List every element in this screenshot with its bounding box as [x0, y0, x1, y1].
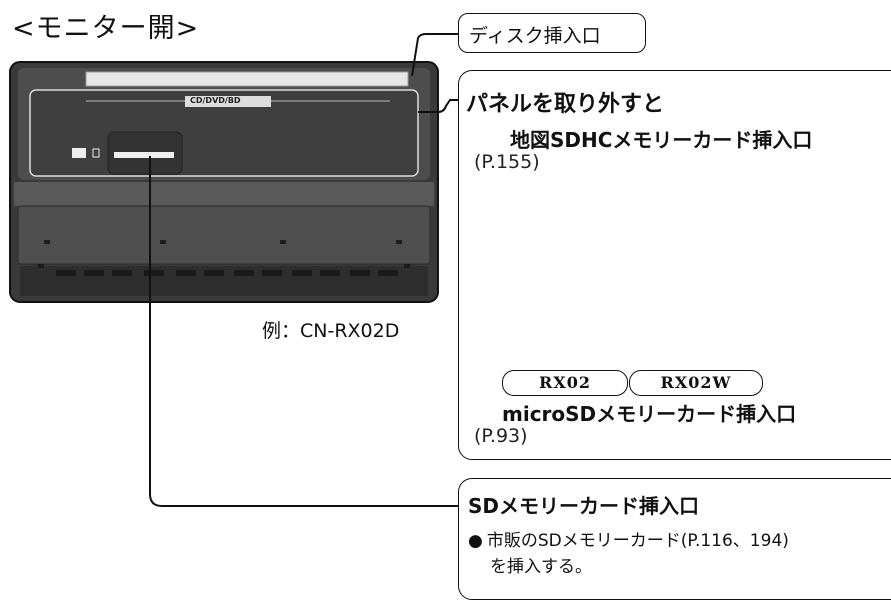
sdhc-slot-label: 地図SDHCメモリーカード挿入口: [510, 128, 813, 152]
disc-format-label: CD/DVD/BD: [190, 96, 241, 105]
panel-section-title: パネルを取り外すと: [466, 92, 665, 117]
sdhc-page-ref[interactable]: (P.155): [474, 151, 540, 173]
bullet-icon: ●: [468, 531, 483, 551]
microsd-page-ref[interactable]: (P.93): [474, 425, 528, 447]
model-pill-rx02: RX02: [502, 370, 628, 396]
sd-note-line2: を挿入する。: [490, 557, 592, 577]
sd-card-slot[interactable]: [114, 152, 174, 158]
example-model-label: 例：CN-RX02D: [262, 320, 400, 342]
sd-note-line1: 市販のSDメモリーカード(P.116、194): [486, 531, 789, 551]
page-title: <モニター開>: [12, 13, 200, 44]
sd-slot-note: ●市販のSDメモリーカード(P.116、194): [468, 526, 789, 551]
model-pill-rx02w: RX02W: [629, 370, 763, 396]
sd-logo-icon: [72, 148, 100, 158]
disc-slot[interactable]: [85, 71, 409, 87]
button-row: [38, 264, 410, 276]
head-unit-illustration: [9, 61, 439, 303]
microsd-slot-label: microSDメモリーカード挿入口: [502, 402, 797, 426]
sd-slot-box: [458, 478, 891, 600]
sd-slot-title: SDメモリーカード挿入口: [468, 494, 700, 518]
disc-slot-label: ディスク挿入口: [469, 25, 601, 47]
disc-slot-callout: ディスク挿入口: [458, 13, 646, 53]
